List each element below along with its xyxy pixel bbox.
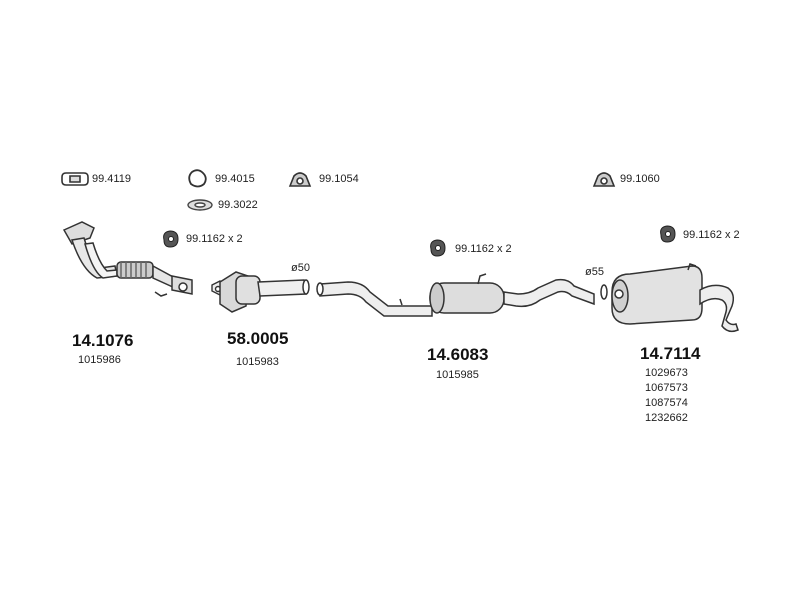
mount-label: 99.1162 x 2 bbox=[683, 229, 740, 241]
hanger-icon bbox=[592, 172, 616, 187]
clamp-icon bbox=[61, 172, 89, 186]
catalytic-converter-drawing bbox=[219, 271, 310, 313]
gasket-part-number: 99.3022 bbox=[218, 199, 258, 211]
front-pipe-drawing bbox=[62, 221, 193, 297]
oe-reference-list: 1015986 bbox=[78, 353, 121, 368]
rear-muffler-drawing bbox=[611, 263, 739, 333]
oe-reference: 1015986 bbox=[78, 354, 121, 366]
clamp-part-number: 99.4119 bbox=[92, 173, 131, 185]
mount-label: 99.1162 x 2 bbox=[455, 243, 512, 255]
ring-part-number: 99.4015 bbox=[215, 173, 255, 185]
part-number: 14.6083 bbox=[427, 345, 489, 364]
oe-reference: 1015983 bbox=[236, 356, 279, 368]
hanger-part-number: 99.1054 bbox=[319, 173, 359, 185]
ring-icon bbox=[188, 169, 207, 188]
oe-reference-list: 1029673 1067573 1087574 1232662 bbox=[645, 366, 688, 426]
oe-reference: 1029673 bbox=[645, 367, 688, 379]
gasket-icon bbox=[187, 199, 213, 211]
part-number: 58.0005 bbox=[227, 329, 289, 348]
diameter-label: ø50 bbox=[291, 262, 310, 274]
center-muffler-drawing bbox=[316, 273, 608, 317]
oe-reference: 1067573 bbox=[645, 382, 688, 394]
part-number: 14.1076 bbox=[72, 331, 134, 350]
hanger-part-number: 99.1060 bbox=[620, 173, 660, 185]
rubber-mount-icon bbox=[163, 230, 179, 248]
rubber-mount-icon bbox=[660, 225, 676, 243]
diameter-label: ø55 bbox=[585, 266, 604, 278]
part-number: 14.7114 bbox=[640, 344, 701, 363]
oe-reference-list: 1015983 bbox=[236, 355, 279, 370]
oe-reference: 1015985 bbox=[436, 369, 479, 381]
hanger-icon bbox=[288, 172, 312, 187]
oe-reference: 1232662 bbox=[645, 412, 688, 424]
mount-label: 99.1162 x 2 bbox=[186, 233, 243, 245]
oe-reference: 1087574 bbox=[645, 397, 688, 409]
oe-reference-list: 1015985 bbox=[436, 368, 479, 383]
rubber-mount-icon bbox=[430, 239, 446, 257]
